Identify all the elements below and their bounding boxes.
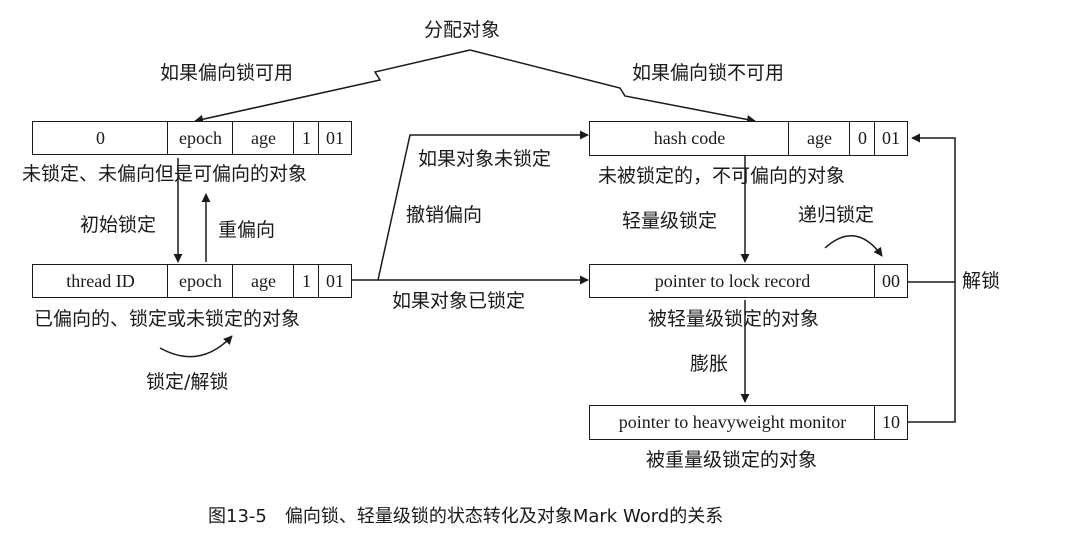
arrow-lock-unlock-loop — [159, 335, 233, 358]
caption-unlocked-nonbiasable: 未被锁定的，不可偏向的对象 — [598, 165, 846, 187]
unlock-label: 解锁 — [962, 270, 1001, 292]
allocate-object-label: 分配对象 — [424, 19, 501, 41]
inflate-label: 膨胀 — [690, 353, 729, 375]
arrow-if-not-locked — [350, 130, 589, 281]
field-lock-record-pointer: pointer to lock record — [589, 264, 876, 298]
field-lock-bits: 01 — [874, 121, 908, 156]
field-epoch: epoch — [167, 121, 234, 155]
field-epoch: epoch — [167, 264, 234, 298]
field-biased-bit: 0 — [849, 121, 876, 156]
arrow-recursive-loop — [824, 235, 883, 257]
if-object-locked-label: 如果对象已锁定 — [392, 290, 526, 312]
field-age: age — [232, 121, 295, 155]
rebias-label: 重偏向 — [218, 219, 276, 241]
arrow-unlock — [908, 133, 956, 423]
field-lock-bits: 01 — [318, 264, 352, 298]
field-age: age — [232, 264, 295, 298]
arrow-alloc-to-nonbiasable — [469, 49, 756, 124]
lock-unlock-label: 锁定/解锁 — [146, 371, 229, 393]
caption-unlocked-biasable: 未锁定、未偏向但是可偏向的对象 — [22, 163, 308, 185]
caption-lightweight: 被轻量级锁定的对象 — [648, 308, 820, 330]
field-hash-code: hash code — [589, 121, 790, 156]
field-monitor-pointer: pointer to heavyweight monitor — [589, 405, 876, 440]
if-bias-unavailable-label: 如果偏向锁不可用 — [632, 62, 785, 84]
field-lock-bits: 10 — [874, 405, 908, 440]
field-age: age — [788, 121, 851, 156]
if-object-unlocked-label: 如果对象未锁定 — [418, 148, 552, 170]
field-thread-id: thread ID — [32, 264, 169, 298]
lightweight-lock-label: 轻量级锁定 — [622, 210, 718, 232]
caption-biased: 已偏向的、锁定或未锁定的对象 — [34, 308, 301, 330]
figure-caption: 图13-5 偏向锁、轻量级锁的状态转化及对象Mark Word的关系 — [208, 506, 724, 527]
field-lock-bits: 00 — [874, 264, 908, 298]
field-lock-bits: 01 — [318, 121, 352, 155]
caption-heavyweight: 被重量级锁定的对象 — [646, 449, 818, 471]
if-bias-available-label: 如果偏向锁可用 — [160, 62, 294, 84]
recursive-lock-label: 递归锁定 — [798, 204, 875, 226]
field-biased-bit: 1 — [293, 121, 320, 155]
field-zero: 0 — [32, 121, 169, 155]
field-biased-bit: 1 — [293, 264, 320, 298]
revoke-bias-label: 撤销偏向 — [406, 204, 483, 226]
initial-lock-label: 初始锁定 — [80, 214, 157, 236]
arrow-alloc-to-biasable — [194, 49, 471, 124]
